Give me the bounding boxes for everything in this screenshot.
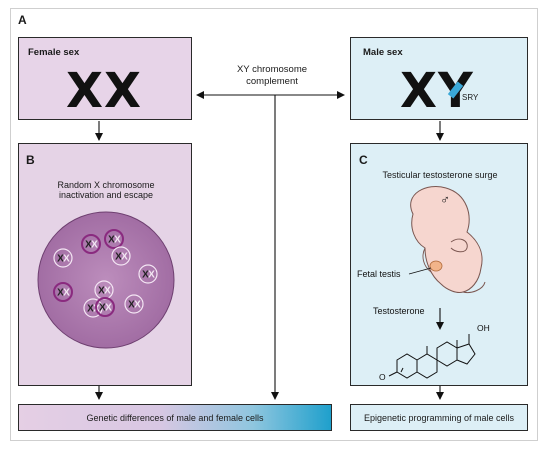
fetus-foot — [462, 281, 486, 293]
panel-letter-b: B — [26, 153, 35, 167]
cell-nucleus — [37, 211, 175, 349]
inactive-x-chromosome: X — [114, 235, 121, 246]
chromosome-ring — [53, 248, 73, 268]
ketone-o-label: O — [379, 372, 386, 382]
active-x-chromosome: X — [115, 252, 122, 263]
active-x-chromosome: X — [57, 254, 64, 265]
male-sex-box: Male sex XY SRY — [350, 37, 528, 120]
sry-label: SRY — [462, 93, 479, 102]
fetal-testis-label: Fetal testis — [357, 269, 401, 279]
male-symbol-icon: ♂ — [440, 192, 450, 207]
inactivation-text: Random X chromosome inactivation and esc… — [19, 180, 193, 200]
testosterone-arrow-head — [436, 322, 444, 330]
figure-frame — [10, 8, 538, 441]
fetus-and-steroid: ♂ Fetal testis Testosterone OH O — [357, 186, 490, 382]
male-sex-label: Male sex — [363, 47, 403, 58]
genetic-differences-label: Genetic differences of male and female c… — [86, 412, 264, 423]
testosterone-structure — [388, 334, 476, 379]
active-x-chromosome: X — [87, 304, 94, 315]
complement-line1: XY chromosome — [236, 64, 308, 75]
inactive-x-chromosome: X — [105, 303, 112, 314]
chromosome-ring — [53, 282, 73, 302]
active-x-chromosome: X — [85, 240, 92, 251]
inactivation-line2: inactivation and escape — [58, 190, 154, 200]
active-x-chromosome: X — [142, 270, 149, 281]
chromosome-ring — [81, 234, 101, 254]
panel-c-box: C Testicular testosterone surge ♂ Fetal … — [350, 143, 528, 386]
chromosome-ring — [83, 298, 103, 318]
xy-complement-text: XY chromosome complement — [208, 64, 336, 88]
inactive-x-chromosome: X — [148, 270, 155, 281]
panel-letter-a: A — [18, 13, 27, 27]
inactive-x-chromosome: X — [104, 286, 111, 297]
female-sex-box: Female sex XX — [18, 37, 192, 120]
active-x-chromosome: X — [57, 288, 64, 299]
chromosome-ring — [124, 294, 144, 314]
fetus-leg-line — [422, 247, 432, 273]
epigenetic-programming-label: Epigenetic programming of male cells — [363, 412, 515, 423]
fetus-illustration — [408, 186, 486, 293]
active-x-chromosome: X — [98, 286, 105, 297]
testosterone-label: Testosterone — [373, 306, 425, 316]
panel-b-box: B Random X chromosome inactivation and e… — [18, 143, 192, 386]
fetus-arm — [450, 238, 468, 253]
inactive-x-chromosome: X — [63, 254, 70, 265]
genetic-differences-box: Genetic differences of male and female c… — [18, 404, 332, 431]
male-karyotype: XY — [400, 63, 474, 119]
fetal-testis-mark — [429, 260, 443, 272]
active-x-chromosome: X — [128, 300, 135, 311]
inactive-x-chromosome: X — [91, 240, 98, 251]
female-sex-label: Female sex — [28, 47, 80, 58]
chromosome-ring — [104, 229, 124, 249]
complement-line2: complement — [246, 76, 298, 87]
active-x-chromosome: X — [108, 235, 115, 246]
inactive-x-chromosome: X — [121, 252, 128, 263]
surge-text: Testicular testosterone surge — [382, 170, 498, 180]
chromosome-ring — [95, 297, 115, 317]
fetal-testis-pointer — [408, 267, 432, 275]
inactive-x-chromosome: X — [134, 300, 141, 311]
active-x-chromosome: X — [99, 303, 106, 314]
inactivation-line1: Random X chromosome — [57, 180, 155, 190]
panel-letter-c: C — [359, 153, 368, 167]
chromosome-ring — [111, 246, 131, 266]
fetus-body — [410, 186, 483, 293]
chromosome-ring — [138, 264, 158, 284]
oh-label: OH — [477, 323, 490, 333]
female-karyotype: XX — [66, 63, 143, 119]
epigenetic-programming-box: Epigenetic programming of male cells — [350, 404, 528, 431]
inactive-x-chromosome: X — [63, 288, 70, 299]
